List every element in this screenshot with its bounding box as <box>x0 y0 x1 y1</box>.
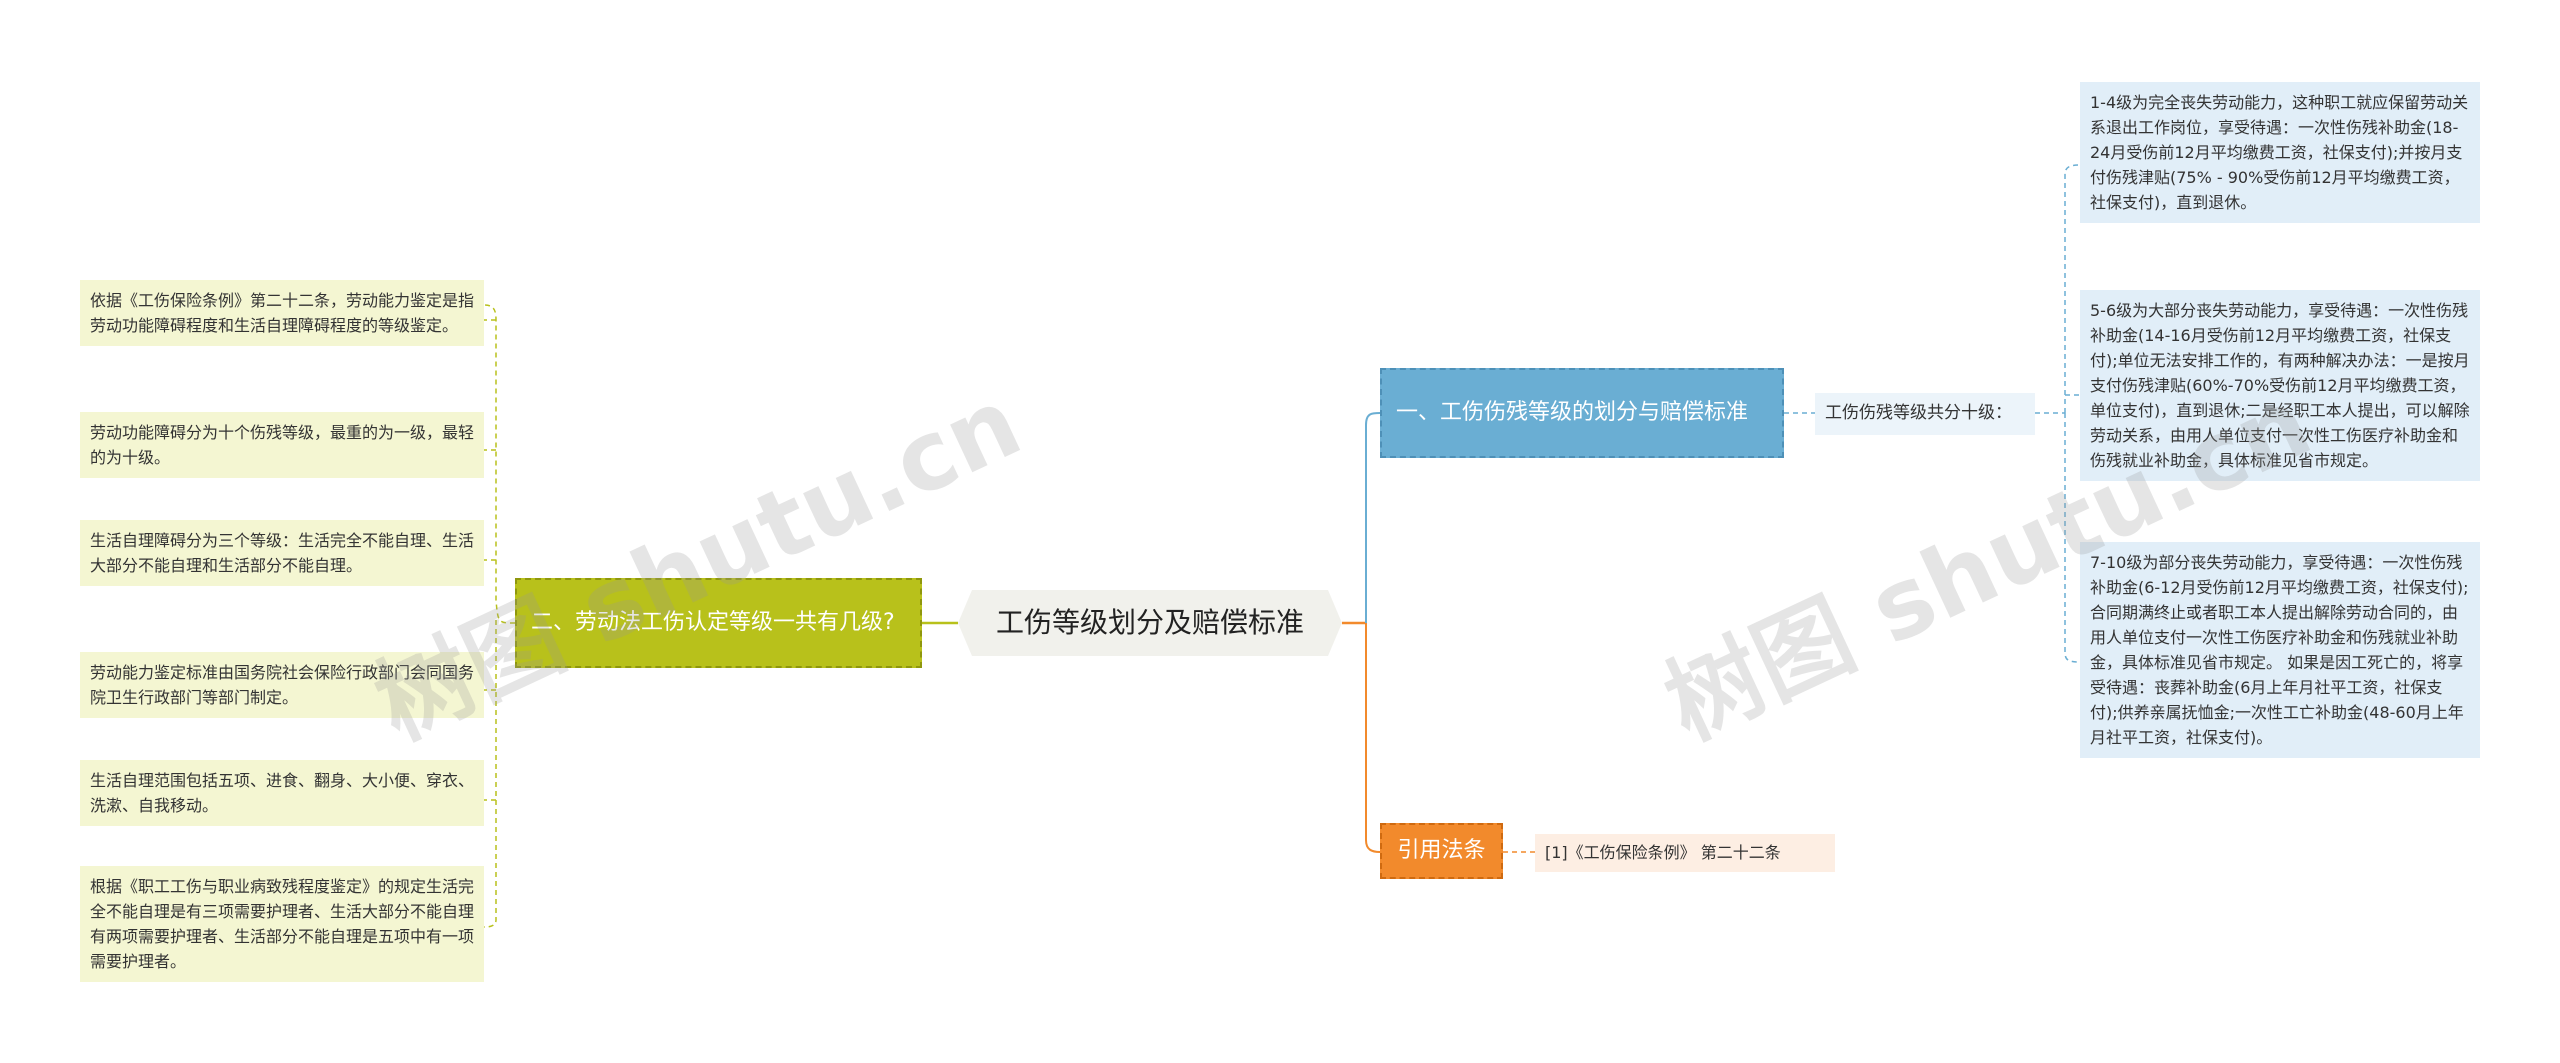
root-topic[interactable]: 工伤等级划分及赔偿标准 <box>958 590 1342 656</box>
left-leaf-2: 劳动功能障碍分为十个伤残等级，最重的为一级，最轻的为十级。 <box>80 412 484 478</box>
connector-left-leaves <box>483 304 516 928</box>
right-leaf-level-7-10: 7-10级为部分丧失劳动能力，享受待遇：一次性伤残补助金(6-12月受伤前12月… <box>2080 542 2480 758</box>
branch-left-labor-law-levels[interactable]: 二、劳动法工伤认定等级一共有几级? <box>515 578 922 668</box>
left-leaf-3: 生活自理障碍分为三个等级：生活完全不能自理、生活大部分不能自理和生活部分不能自理… <box>80 520 484 586</box>
connector-right-branch-1 <box>1365 412 1381 623</box>
connector-sub-leaves <box>2035 164 2081 663</box>
right-leaf-level-1-4: 1-4级为完全丧失劳动能力，这种职工就应保留劳动关系退出工作岗位，享受待遇：一次… <box>2080 82 2480 223</box>
left-leaf-1: 依据《工伤保险条例》第二十二条，劳动能力鉴定是指劳动功能障碍程度和生活自理障碍程… <box>80 280 484 346</box>
branch-right-cited-laws[interactable]: 引用法条 <box>1380 823 1503 879</box>
left-leaf-4: 劳动能力鉴定标准由国务院社会保险行政部门会同国务院卫生行政部门等部门制定。 <box>80 652 484 718</box>
left-leaf-5: 生活自理范围包括五项、进食、翻身、大小便、穿衣、洗漱、自我移动。 <box>80 760 484 826</box>
root-label: 工伤等级划分及赔偿标准 <box>995 606 1304 639</box>
branch-right-1-label: 一、工伤伤残等级的划分与赔偿标准 <box>1396 400 1749 425</box>
citation-label: [1]《工伤保险条例》 第二十二条 <box>1545 843 1781 862</box>
branch-right-2-label: 引用法条 <box>1397 838 1486 863</box>
branch-right-disability-levels[interactable]: 一、工伤伤残等级的划分与赔偿标准 <box>1380 368 1784 458</box>
sub-node-label: 工伤伤残等级共分十级： <box>1825 403 2012 423</box>
citation-work-injury-regulation[interactable]: [1]《工伤保险条例》 第二十二条 <box>1535 834 1835 872</box>
right-leaf-level-5-6: 5-6级为大部分丧失劳动能力，享受待遇：一次性伤残补助金(14-16月受伤前12… <box>2080 290 2480 481</box>
sub-node-ten-levels[interactable]: 工伤伤残等级共分十级： <box>1815 393 2035 435</box>
left-leaf-6: 根据《职工工伤与职业病致残程度鉴定》的规定生活完全不能自理是有三项需要护理者、生… <box>80 866 484 982</box>
branch-left-label: 二、劳动法工伤认定等级一共有几级? <box>531 610 895 635</box>
connector-right-branch-2 <box>1365 623 1381 853</box>
